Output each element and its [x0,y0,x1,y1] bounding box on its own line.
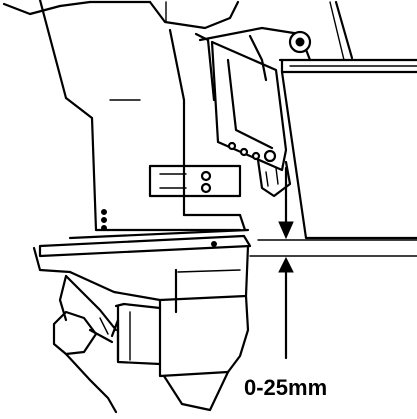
boat-transom [278,58,417,240]
anti-cavitation-plate [32,228,252,274]
dimension-label: 0-25mm [244,375,328,400]
engine-cowling [2,0,354,120]
dimension-indicator [249,166,417,360]
clamp-bracket [148,26,312,198]
propeller [52,274,120,414]
drive-shaft-housing [90,28,247,232]
lower-unit-gearcase [68,244,250,412]
